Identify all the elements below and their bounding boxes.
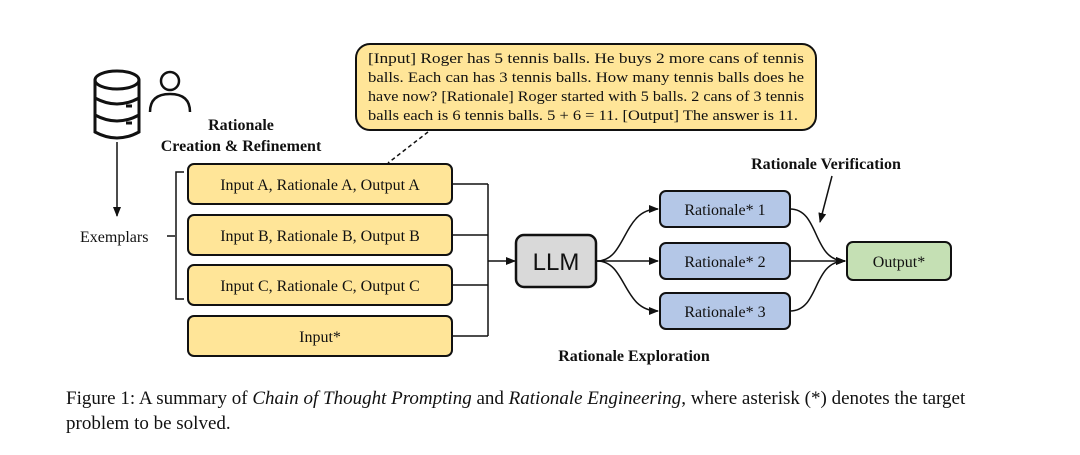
input-c-label: Input C, Rationale C, Output C (220, 278, 420, 295)
creation-label-line1: Rationale (208, 117, 274, 134)
llm-label: LLM (533, 249, 580, 276)
database-icon (93, 69, 141, 140)
bubble-line-2: balls. Each can has 3 tennis balls. How … (368, 70, 804, 86)
caption-mid: and (471, 388, 509, 409)
llm-box (514, 233, 598, 289)
verification-pointer (818, 175, 833, 223)
exploration-arrows (596, 205, 659, 315)
caption-suffix: , where asterisk (*) denotes the target … (66, 388, 966, 434)
example-bubble (355, 43, 817, 131)
caption-prefix: Figure 1: A summary of (66, 388, 253, 409)
rationale-3-label: Rationale* 3 (684, 304, 765, 321)
verification-label: Rationale Verification (751, 156, 901, 173)
exemplars-bracket (175, 171, 184, 300)
rationale-2-label: Rationale* 2 (684, 254, 765, 271)
output-label: Output* (873, 254, 925, 271)
input-b-label: Input B, Rationale B, Output B (220, 228, 420, 245)
caption-italic-2: Rationale Engineering (508, 388, 682, 409)
bubble-pointer (387, 131, 429, 164)
bubble-line-4: balls each is 6 tennis balls. 5 + 6 = 11… (368, 108, 798, 124)
verification-arrows (789, 208, 846, 312)
caption-italic-1: Chain of Thought Prompting (252, 388, 472, 409)
output-box (846, 241, 952, 281)
input-a-label: Input A, Rationale A, Output A (220, 177, 420, 194)
bubble-line-1: [Input] Roger has 5 tennis balls. He buy… (368, 51, 804, 67)
bubble-line-3: have now? [Rationale] Roger started with… (368, 89, 804, 105)
figure-caption: Figure 1: A summary of Chain of Thought … (66, 386, 1026, 436)
user-icon (148, 70, 192, 113)
creation-label-line2: Creation & Refinement (161, 138, 322, 155)
input-target-label: Input* (299, 329, 341, 346)
input-connectors (452, 183, 489, 337)
exploration-label: Rationale Exploration (558, 348, 710, 365)
exemplars-label: Exemplars (80, 229, 148, 246)
rationale-1-label: Rationale* 1 (684, 202, 765, 219)
